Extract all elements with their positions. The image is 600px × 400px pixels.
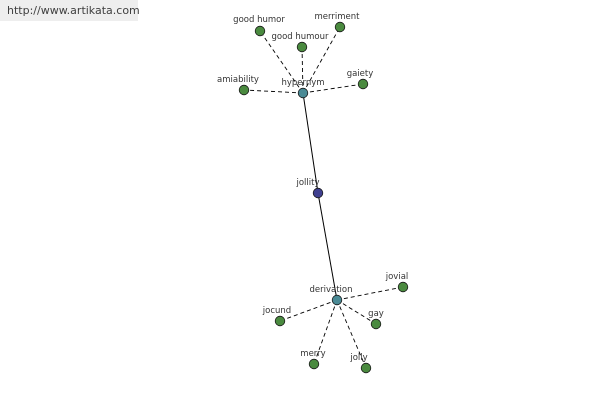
word-node-jolly[interactable]	[360, 362, 372, 374]
word-node-merry[interactable]	[308, 358, 320, 370]
word-node-gay[interactable]	[370, 318, 382, 330]
word-label-good-humour[interactable]: good humour	[271, 32, 329, 42]
edge-derivation-merry	[313, 299, 338, 365]
edge-derivation-jocund	[279, 299, 338, 322]
word-node-good-humor[interactable]	[254, 25, 266, 37]
word-node-gaiety[interactable]	[357, 78, 369, 90]
word-label-gaiety[interactable]: gaiety	[347, 69, 374, 79]
edge-derivation	[317, 192, 338, 301]
edge-derivation-jovial	[336, 286, 404, 301]
word-label-gay[interactable]: gay	[368, 309, 384, 319]
edge-hypernym-amiability	[243, 89, 304, 94]
relation-node-derivation[interactable]	[331, 294, 343, 306]
edge-hypernym-merriment	[302, 26, 341, 94]
edge-hypernym	[302, 92, 319, 194]
word-label-amiability[interactable]: amiability	[217, 75, 259, 85]
word-label-jocund[interactable]: jocund	[262, 306, 291, 316]
word-node-amiability[interactable]	[238, 84, 250, 96]
relation-label-derivation[interactable]: derivation	[309, 285, 352, 295]
word-node-jocund[interactable]	[274, 315, 286, 327]
center-node-jollity[interactable]	[312, 187, 324, 199]
word-node-good-humour[interactable]	[296, 41, 308, 53]
word-label-merry[interactable]: merry	[300, 349, 325, 359]
word-node-merriment[interactable]	[334, 21, 346, 33]
word-node-jovial[interactable]	[397, 281, 409, 293]
edge-derivation-gay	[336, 299, 377, 325]
edge-hypernym-good-humor	[259, 30, 304, 94]
edge-hypernym-gaiety	[302, 83, 364, 94]
source-url-banner[interactable]: http://www.artikata.com	[0, 0, 140, 21]
word-label-merriment[interactable]: merriment	[315, 12, 361, 22]
edge-hypernym-good-humour	[301, 46, 304, 94]
center-label-jollity[interactable]: jollity	[295, 178, 319, 188]
edge-derivation-jolly	[336, 299, 367, 369]
word-label-jovial[interactable]: jovial	[385, 272, 409, 282]
relation-label-hypernym[interactable]: hypernym	[281, 78, 324, 88]
word-label-jolly[interactable]: jolly	[349, 353, 367, 363]
word-label-good-humor[interactable]: good humor	[233, 15, 285, 25]
relation-node-hypernym[interactable]	[297, 87, 309, 99]
